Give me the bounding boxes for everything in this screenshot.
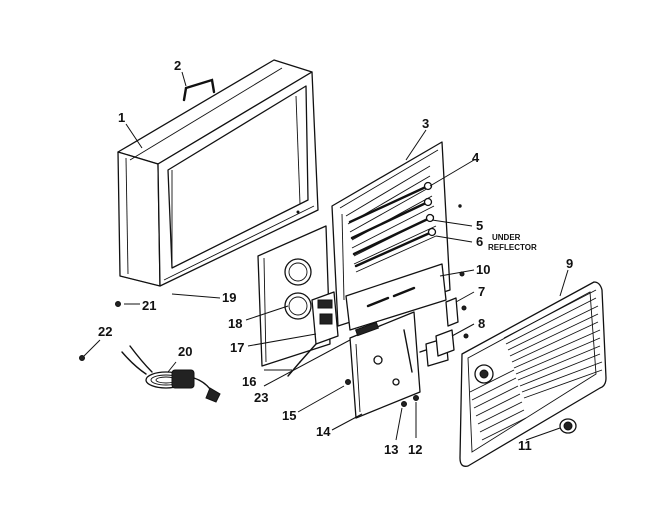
callout-5: 5 bbox=[476, 218, 483, 233]
callout-13: 13 bbox=[384, 442, 398, 457]
leader-lines bbox=[83, 71, 569, 441]
callout-1: 1 bbox=[118, 110, 125, 125]
callout-2: 2 bbox=[174, 58, 181, 73]
callout-11: 11 bbox=[518, 438, 532, 453]
callout-7: 7 bbox=[478, 284, 485, 299]
callout-10: 10 bbox=[476, 262, 490, 277]
callout-20: 20 bbox=[178, 344, 192, 359]
part-cabinet bbox=[117, 59, 319, 287]
callout-4: 4 bbox=[472, 150, 480, 165]
callout-19: 19 bbox=[222, 290, 236, 305]
part-power-cord bbox=[121, 345, 221, 403]
callout-6: 6 bbox=[476, 234, 483, 249]
callout-22: 22 bbox=[98, 324, 112, 339]
callout-23: 23 bbox=[254, 390, 268, 405]
part-fan-plate bbox=[257, 225, 331, 367]
part-switch bbox=[419, 297, 459, 367]
callout-17: 17 bbox=[230, 340, 244, 355]
callout-3: 3 bbox=[422, 116, 429, 131]
callout-12: 12 bbox=[408, 442, 422, 457]
callout-21: 21 bbox=[142, 298, 156, 313]
part-handle bbox=[182, 78, 216, 102]
part-control-bracket bbox=[349, 311, 421, 419]
note-line-2: REFLECTOR bbox=[488, 243, 537, 252]
note-line-1: UNDER bbox=[492, 233, 521, 242]
part-heating-elements bbox=[348, 181, 437, 268]
callout-8: 8 bbox=[478, 316, 485, 331]
callout-15: 15 bbox=[282, 408, 296, 423]
callout-18: 18 bbox=[228, 316, 242, 331]
callout-labels: 1 2 3 4 5 6 7 8 9 10 11 12 13 14 15 16 1… bbox=[98, 58, 573, 457]
part-motor bbox=[287, 291, 339, 377]
part-front-grille bbox=[459, 281, 607, 467]
callout-14: 14 bbox=[316, 424, 331, 439]
callout-9: 9 bbox=[566, 256, 573, 271]
under-reflector-note: UNDER REFLECTOR bbox=[488, 233, 537, 252]
part-knob bbox=[559, 418, 577, 434]
callout-16: 16 bbox=[242, 374, 256, 389]
part-mounting-bracket bbox=[345, 263, 447, 331]
